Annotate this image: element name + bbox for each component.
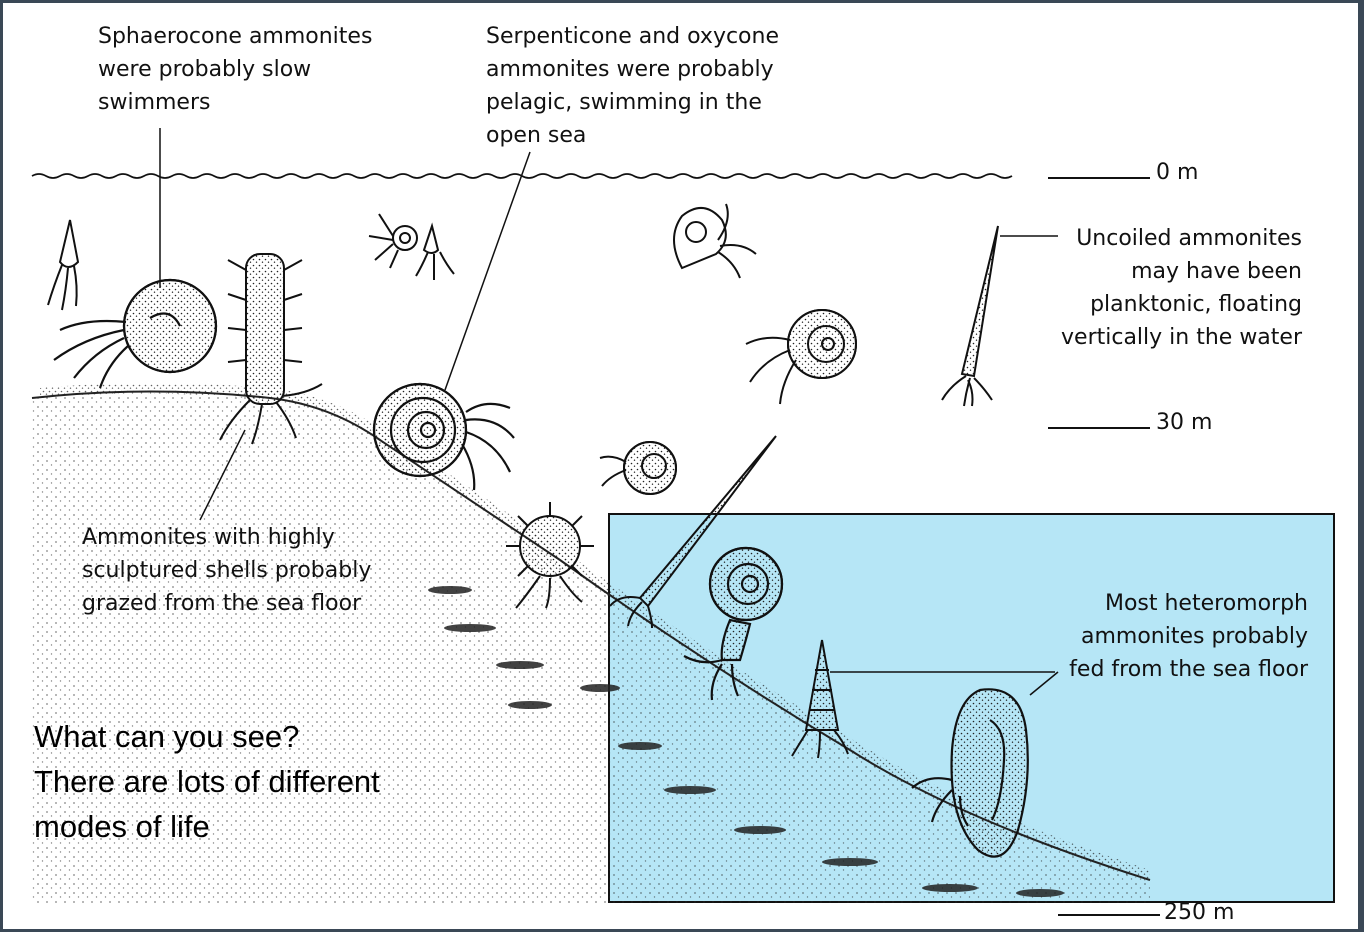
label-sculptured-line: Ammonites with highly	[82, 521, 371, 554]
label-sculptured-line: grazed from the sea floor	[82, 587, 371, 620]
label-sculptured: Ammonites with highly sculptured shells …	[82, 521, 371, 620]
depth-label-0m: 0 m	[1156, 160, 1198, 185]
slide-note-line: modes of life	[34, 804, 380, 849]
label-uncoiled: Uncoiled ammonites may have been plankto…	[1061, 222, 1302, 354]
label-heteromorph-line: fed from the sea floor	[1069, 653, 1308, 686]
label-sphaerocone-line: swimmers	[98, 86, 372, 119]
label-uncoiled-line: Uncoiled ammonites	[1061, 222, 1302, 255]
small-ammonite-swimmers	[369, 214, 454, 280]
uncoiled-ammonite	[942, 226, 998, 406]
small-ribbed-ammonite	[600, 442, 676, 494]
label-uncoiled-line: planktonic, floating	[1061, 288, 1302, 321]
squid-left	[48, 220, 78, 310]
depth-label-250m: 250 m	[1164, 900, 1234, 925]
label-heteromorph-line: ammonites probably	[1069, 620, 1308, 653]
label-heteromorph-line: Most heteromorph	[1069, 587, 1308, 620]
depth-label-30m: 30 m	[1156, 410, 1212, 435]
label-sculptured-line: sculptured shells probably	[82, 554, 371, 587]
hooked-ammonite-top	[674, 204, 756, 278]
label-serpenticone-line: ammonites were probably	[486, 53, 779, 86]
label-serpenticone-line: Serpenticone and oxycone	[486, 20, 779, 53]
label-sphaerocone: Sphaerocone ammonites were probably slow…	[98, 20, 372, 119]
label-serpenticone-line: open sea	[486, 119, 779, 152]
slide-note-line: There are lots of different	[34, 759, 380, 804]
label-sphaerocone-line: Sphaerocone ammonites	[98, 20, 372, 53]
label-sphaerocone-line: were probably slow	[98, 53, 372, 86]
label-serpenticone: Serpenticone and oxycone ammonites were …	[486, 20, 779, 152]
ribbed-ammonite-mid	[746, 310, 856, 404]
slide-note: What can you see? There are lots of diff…	[34, 714, 380, 849]
label-uncoiled-line: may have been	[1061, 255, 1302, 288]
label-serpenticone-line: pelagic, swimming in the	[486, 86, 779, 119]
label-uncoiled-line: vertically in the water	[1061, 321, 1302, 354]
sphaerocone-ammonite	[54, 280, 216, 388]
label-heteromorph: Most heteromorph ammonites probably fed …	[1069, 587, 1308, 686]
slide-note-line: What can you see?	[34, 714, 380, 759]
